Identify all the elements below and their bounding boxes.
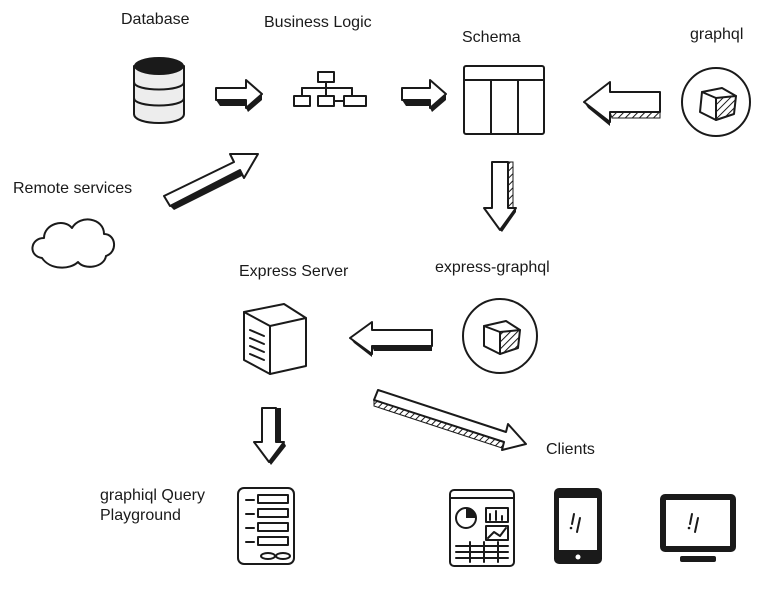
business-logic-label: Business Logic (264, 14, 372, 31)
arrow-business-logic-to-schema (401, 79, 447, 112)
server-box-icon (243, 303, 307, 375)
arrow-express-server-to-graphiql (253, 407, 286, 465)
database-label: Database (121, 11, 190, 28)
graphql-cube-icon (681, 67, 751, 137)
database-icon (133, 57, 185, 124)
org-chart-icon (293, 71, 367, 107)
table-schema-icon (463, 65, 545, 135)
arrow-graphql-to-schema (583, 81, 661, 126)
desktop-monitor-icon (660, 494, 736, 562)
express-graphql-label: express-graphql (435, 259, 550, 276)
smartphone-icon (554, 488, 602, 564)
arrow-express-server-to-clients (373, 389, 527, 451)
remote-services-label: Remote services (13, 180, 133, 197)
schema-label: Schema (462, 29, 521, 46)
arrow-remote-services-to-business-logic (163, 153, 259, 210)
cloud-icon (31, 218, 115, 269)
express-graphql-cube-icon (462, 298, 538, 374)
express-server-label: Express Server (239, 263, 349, 280)
dashboard-tablet-icon (449, 489, 515, 567)
graphql-label: graphql (690, 26, 744, 43)
arrow-express-graphql-to-express-server (349, 321, 433, 357)
arrow-schema-to-express-graphql (483, 161, 517, 232)
arrow-database-to-business-logic (215, 79, 263, 112)
graphiql-playground-label: graphiql Query Playground (100, 487, 205, 524)
clients-label: Clients (546, 441, 595, 458)
form-document-icon (237, 487, 295, 565)
